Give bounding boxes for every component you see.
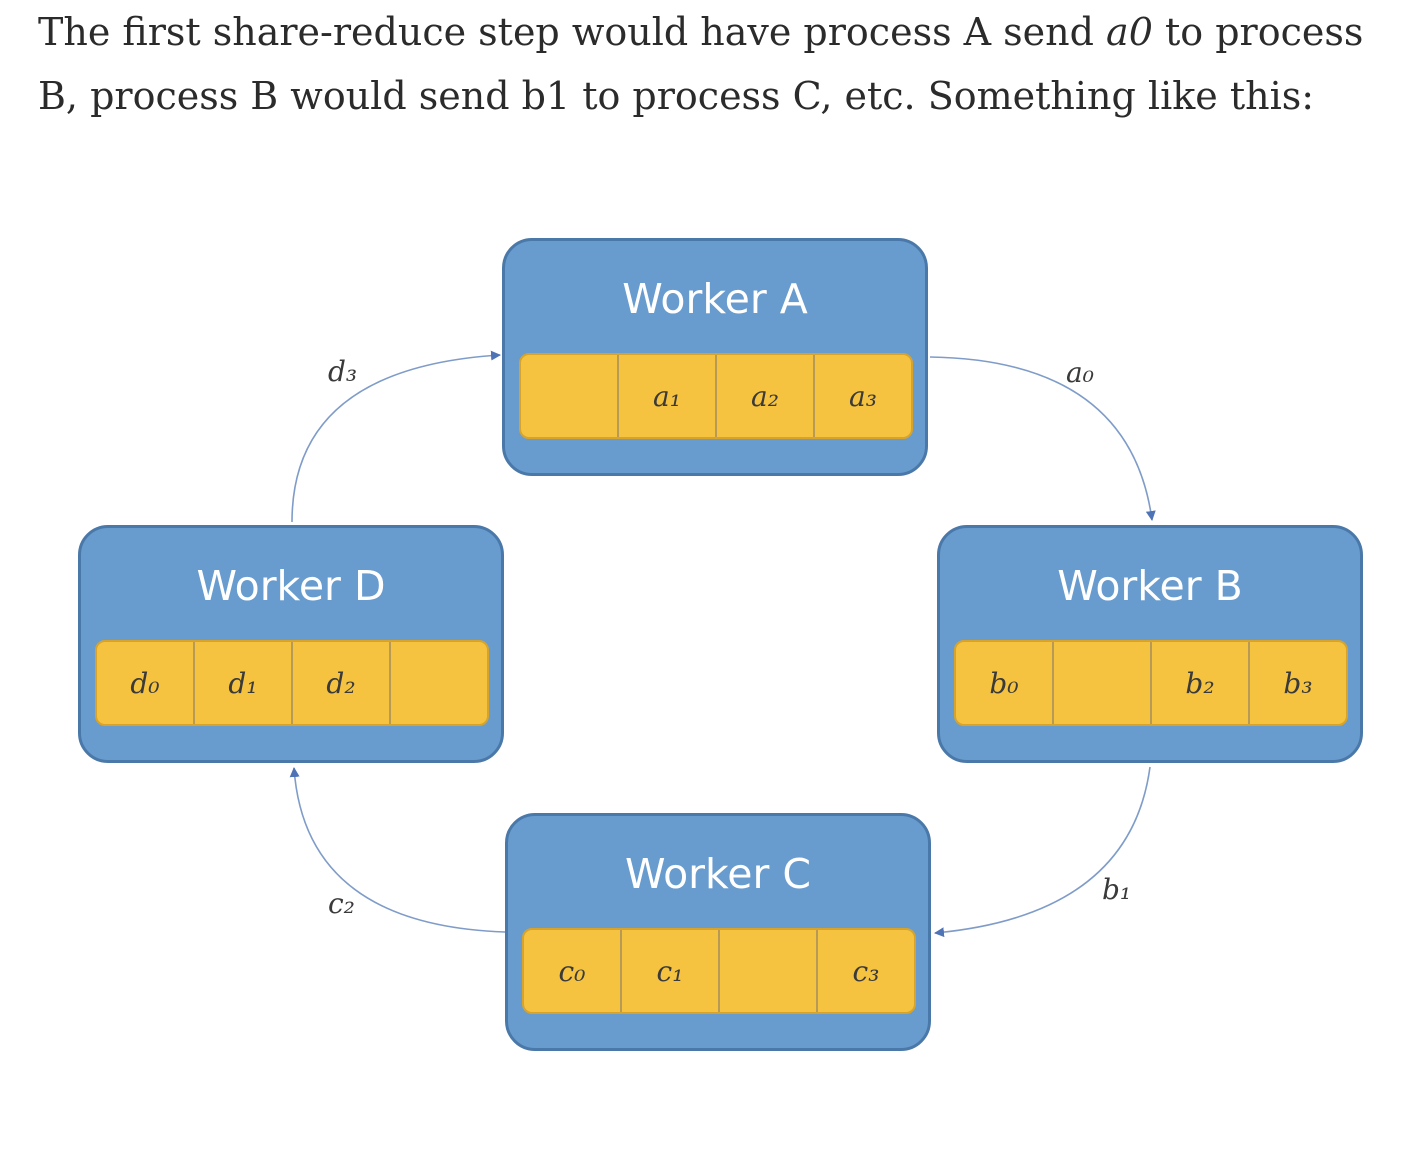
arrow-label-b1: b₁	[1102, 873, 1132, 906]
worker-a-buffer: a₁ a₂ a₃	[519, 353, 913, 439]
worker-b: Worker B b₀ b₂ b₃	[937, 525, 1363, 763]
arrow-label-c2: c₂	[328, 887, 355, 920]
intro-paragraph: The first share-reduce step would have p…	[38, 0, 1378, 128]
arrow-c-to-d	[289, 767, 506, 933]
buffer-cell: a₂	[717, 355, 815, 437]
buffer-cell: c₀	[524, 930, 622, 1012]
intro-emphasis: a0	[1106, 10, 1153, 54]
buffer-cell: d₂	[293, 642, 391, 724]
buffer-cell: a₃	[849, 379, 877, 413]
worker-d-buffer: d₀ d₁ d₂	[95, 640, 489, 726]
worker-d: Worker D d₀ d₁ d₂	[78, 525, 504, 763]
buffer-cell: b₀	[956, 642, 1054, 724]
worker-a-title: Worker A	[622, 275, 808, 323]
worker-b-title: Worker B	[1057, 562, 1243, 610]
arrow-a-to-b	[929, 356, 1156, 521]
worker-c: Worker C c₀ c₁ c₃	[505, 813, 931, 1051]
buffer-cell	[1054, 642, 1152, 724]
buffer-cell: d₁	[195, 642, 293, 724]
buffer-cell: b₃	[1283, 666, 1313, 700]
intro-text-1: The first share-reduce step would have p…	[38, 10, 1107, 54]
arrow-b-to-c	[934, 766, 1151, 938]
buffer-cell	[521, 355, 619, 437]
buffer-cell: b₂	[1152, 642, 1250, 724]
intro-text-2: to process B, process B would send b1 to…	[38, 10, 1364, 118]
buffer-cell: c₃	[852, 954, 880, 988]
worker-c-buffer: c₀ c₁ c₃	[522, 928, 916, 1014]
buffer-cell	[720, 930, 818, 1012]
worker-b-buffer: b₀ b₂ b₃	[954, 640, 1348, 726]
buffer-cell: c₁	[622, 930, 720, 1012]
worker-a: Worker A a₁ a₂ a₃	[502, 238, 928, 476]
buffer-cell	[391, 642, 487, 724]
buffer-cell: a₁	[619, 355, 717, 437]
worker-c-title: Worker C	[624, 850, 812, 898]
buffer-cell: d₀	[97, 642, 195, 724]
arrow-label-d3: d₃	[328, 355, 358, 388]
arrow-label-a0: a₀	[1066, 356, 1094, 389]
arrow-d-to-a	[291, 350, 501, 523]
worker-d-title: Worker D	[196, 562, 386, 610]
